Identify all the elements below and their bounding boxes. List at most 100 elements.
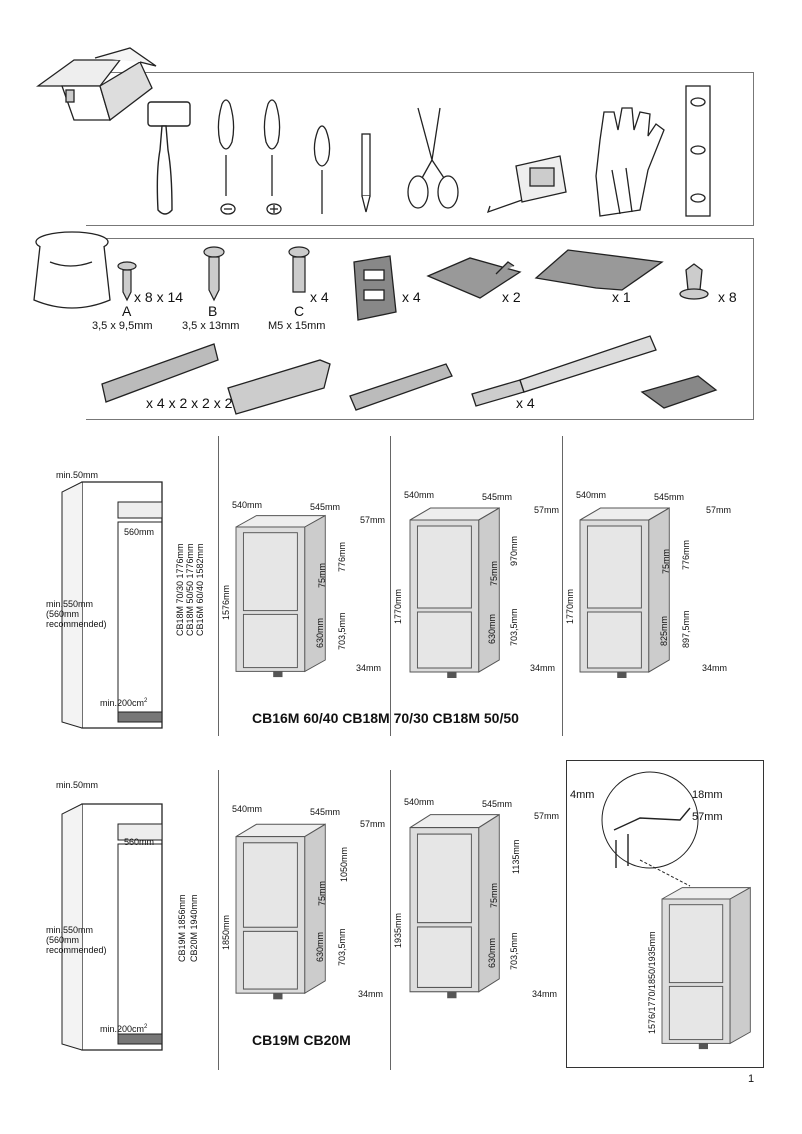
- dim-825: 825mm: [659, 615, 669, 646]
- divider: [390, 770, 391, 1070]
- niche-height-5: CB20M 1940mm: [189, 894, 199, 962]
- niche-height-3: CB16M 60/40 1582mm: [195, 543, 205, 636]
- clip-qty: x 8: [718, 289, 737, 305]
- dim-540: 540mm: [232, 500, 263, 510]
- gloves-icon: [595, 107, 665, 217]
- bracket-icon: [353, 255, 397, 321]
- scissors-icon: [407, 107, 459, 209]
- dim-57: 57mm: [360, 819, 386, 829]
- screw-b-letter: B: [208, 303, 218, 319]
- dim-540: 540mm: [576, 490, 607, 500]
- rail-angle-icon: [227, 359, 331, 415]
- rec560-label: (560mm: [46, 935, 80, 945]
- recommended-label: recommended): [46, 619, 107, 629]
- dim-545: 545mm: [482, 492, 513, 502]
- dim-776: 776mm: [337, 541, 347, 572]
- divider: [218, 436, 219, 736]
- dim-4: 4mm: [570, 789, 595, 801]
- dim-18: 18mm: [692, 789, 723, 801]
- dim-630: 630mm: [487, 613, 497, 644]
- height-1770: 1770mm: [565, 588, 575, 624]
- dim-75: 75mm: [661, 548, 671, 574]
- dim-540: 540mm: [404, 797, 435, 807]
- screwdriver-flat-icon: [217, 99, 236, 215]
- screw-c-icon: [288, 246, 310, 293]
- page-number: 1: [748, 1073, 755, 1085]
- dim-630: 630mm: [487, 937, 497, 968]
- screw-c-size: M5 x 15mm: [268, 320, 326, 332]
- dim-34: 34mm: [358, 989, 384, 999]
- dim-545: 545mm: [310, 502, 341, 512]
- niche-height-1: CB18M 70/30 1776mm: [175, 543, 185, 636]
- dim-57: 57mm: [360, 515, 386, 525]
- dim-57: 57mm: [534, 811, 560, 821]
- screw-c-qty: x 4: [310, 289, 329, 305]
- height-1935: 1935mm: [393, 912, 403, 948]
- screw-b-icon: [203, 246, 225, 302]
- screw-a-icon: [117, 261, 137, 302]
- spirit-level-icon: [685, 85, 711, 217]
- dim-1050: 1050mm: [339, 846, 349, 882]
- min200-label: min.200cm2: [100, 698, 148, 708]
- dim-57-detail: 57mm: [692, 811, 723, 823]
- min550-label: min.550mm: [46, 599, 94, 609]
- width560-label: 560mm: [124, 527, 155, 537]
- divider: [218, 770, 219, 1070]
- min50-label: min.50mm: [56, 780, 99, 790]
- niche-height-2: CB18M 50/50 1776mm: [185, 543, 195, 636]
- dim-545: 545mm: [654, 492, 685, 502]
- height-1770: 1770mm: [393, 588, 403, 624]
- detail-panel: [566, 760, 764, 1068]
- rec560-label: (560mm: [46, 609, 80, 619]
- dim-57: 57mm: [706, 505, 732, 515]
- screw-a-qty: x 8 x 14: [134, 289, 184, 305]
- rail-slide-icon: [349, 363, 453, 411]
- toolbox-icon: [35, 47, 157, 122]
- dim-540: 540mm: [232, 804, 263, 814]
- hinge-cover-icon: [426, 257, 522, 299]
- dim-7035: 703,5mm: [337, 928, 347, 966]
- dim-540: 540mm: [404, 490, 435, 500]
- min550-label: min.550mm: [46, 925, 94, 935]
- dim-8975: 897,5mm: [681, 610, 691, 648]
- min200-label: min.200cm2: [100, 1024, 148, 1034]
- models-top-title: CB16M 60/40 CB18M 70/30 CB18M 50/50: [252, 710, 519, 726]
- niche-height-4: CB19M 1856mm: [177, 894, 187, 962]
- vent-plate-icon: [534, 249, 664, 291]
- dim-34: 34mm: [532, 989, 558, 999]
- awl-icon: [313, 125, 331, 214]
- dim-75: 75mm: [317, 562, 327, 588]
- dim-630: 630mm: [315, 931, 325, 962]
- screw-a-size: 3,5 x 9,5mm: [92, 320, 153, 332]
- hinge-cover-qty: x 2: [502, 289, 521, 305]
- min50-label: min.50mm: [56, 470, 99, 480]
- parts-panel: [86, 238, 754, 420]
- height-1850: 1850mm: [221, 914, 231, 950]
- dim-57: 57mm: [534, 505, 560, 515]
- dim-545: 545mm: [310, 807, 341, 817]
- slider-qty: x 4: [516, 395, 535, 411]
- dim-7035: 703,5mm: [337, 612, 347, 650]
- dim-1135: 1135mm: [511, 839, 521, 874]
- bracket-qty: x 4: [402, 289, 421, 305]
- screw-c-letter: C: [294, 303, 305, 319]
- screwdriver-cross-icon: [263, 99, 282, 215]
- dim-970: 970mm: [509, 535, 519, 566]
- dim-630: 630mm: [315, 617, 325, 648]
- height-1576: 1576mm: [221, 584, 231, 620]
- dim-776: 776mm: [681, 539, 691, 570]
- divider: [390, 436, 391, 736]
- mallet-icon: [147, 101, 191, 215]
- rails-qty: x 4 x 2 x 2 x 2: [146, 395, 233, 411]
- cover-plate-icon: [640, 375, 718, 409]
- width560-label: 560mm: [124, 837, 155, 847]
- tools-panel: [86, 72, 754, 226]
- dim-7035: 703,5mm: [509, 932, 519, 970]
- dim-34: 34mm: [356, 663, 382, 673]
- parts-bag-icon: [33, 231, 111, 309]
- dim-75: 75mm: [317, 880, 327, 906]
- models-bottom-title: CB19M CB20M: [252, 1032, 351, 1048]
- dim-34: 34mm: [702, 663, 728, 673]
